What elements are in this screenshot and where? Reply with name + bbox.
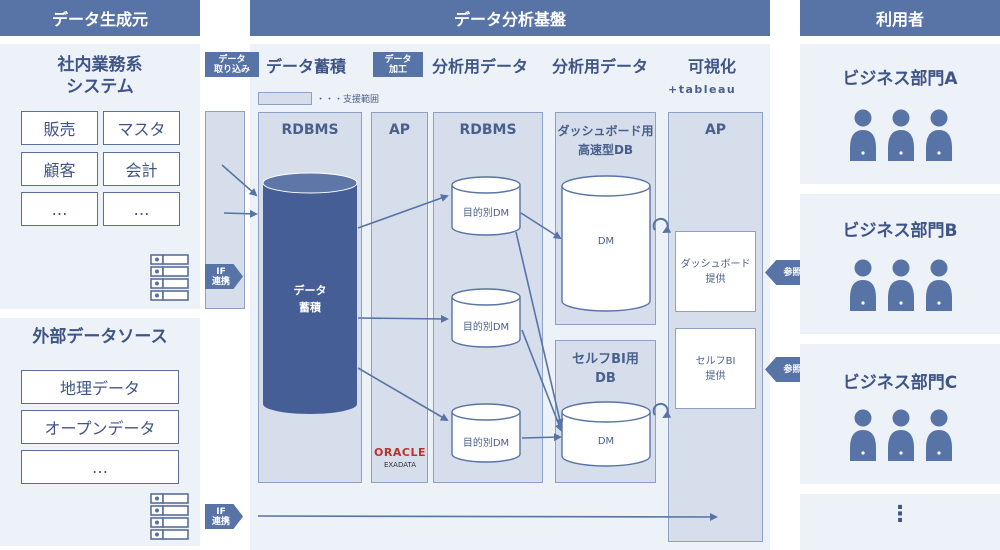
legend-label: ・・・支援範囲 <box>316 95 380 105</box>
internal-systems-title: 社内業務系 システム <box>0 54 200 98</box>
process-tag-line2: 加工 <box>388 64 407 75</box>
system-box-customer: 顧客 <box>21 152 98 186</box>
stage-analysis-1: 分析用データ <box>432 57 529 76</box>
column-ap-2 <box>668 112 763 542</box>
arrow <box>520 212 562 240</box>
stage-accumulate: データ蓄積 <box>266 57 347 76</box>
system-box-more-1: … <box>21 192 98 226</box>
reference-tag-label: 参照 <box>783 267 802 278</box>
main-storage-label-line1: データ <box>293 284 327 297</box>
purpose-dm-cylinder <box>451 403 521 463</box>
arrow <box>257 512 718 521</box>
user-group-icon <box>850 409 952 461</box>
purpose-dm-cylinder <box>451 288 521 348</box>
dashboard-provision-line1: ダッシュボード <box>680 258 751 270</box>
process-tag: データ加工 <box>373 52 423 77</box>
arrow <box>223 209 258 218</box>
external-box-geo: 地理データ <box>21 370 179 404</box>
purpose-dm-cylinder <box>451 176 521 236</box>
arrow <box>357 314 449 323</box>
department-b-label: ビジネス部門B <box>842 221 958 241</box>
header-users: 利用者 <box>800 0 1000 36</box>
header-data-source: データ生成元 <box>0 0 200 36</box>
server-icon <box>150 254 189 301</box>
column-ap-1 <box>371 112 428 483</box>
oracle-logo-text: ORACLE <box>374 446 426 459</box>
main-storage-label-line2: 蓄積 <box>299 301 321 314</box>
department-panel-more <box>800 494 1000 550</box>
header-data-platform: データ分析基盤 <box>250 0 770 36</box>
if-tag-line2: 連携 <box>211 276 230 287</box>
tableau-logo: +tableau <box>668 83 736 96</box>
user-group-icon <box>850 259 952 311</box>
oracle-logo: ORACLE EXADATA <box>365 447 435 471</box>
dm-label-2: DM <box>597 436 615 447</box>
if-tag-line1: IF <box>216 506 226 517</box>
purpose-dm-label-1: 目的別DM <box>462 208 510 219</box>
column-dashboard-db-line2: 高速型DB <box>577 143 634 157</box>
column-ap-1-label: AP <box>388 122 411 138</box>
loop-arrow <box>652 217 672 233</box>
external-sources-title: 外部データソース <box>32 327 168 347</box>
external-box-more: … <box>21 450 179 484</box>
column-rdbms-2-label: RDBMS <box>459 122 517 138</box>
column-dashboard-db-label: ダッシュボード用 高速型DB <box>555 122 656 160</box>
legend-swatch <box>258 92 312 105</box>
arrow <box>515 231 564 427</box>
column-ap-2-label: AP <box>704 122 727 138</box>
reference-tag-label: 参照 <box>783 364 802 375</box>
tableau-logo-text: +tableau <box>668 83 737 96</box>
selfbi-provision-box: セルフBI 提供 <box>675 328 756 409</box>
system-box-sales: 販売 <box>21 111 98 145</box>
column-selfbi-db-label: セルフBI用 DB <box>555 350 656 388</box>
selfbi-provision-line2: 提供 <box>705 370 726 382</box>
arrow <box>357 367 449 422</box>
column-dashboard-db-line1: ダッシュボード用 <box>557 124 654 138</box>
dm-label-1: DM <box>597 236 615 247</box>
internal-systems-title-line2: システム <box>66 77 134 97</box>
dm-cylinder <box>561 175 651 312</box>
stage-visualize: 可視化 <box>688 57 737 76</box>
selfbi-provision-line1: セルフBI <box>695 355 736 367</box>
ingest-tag-line2: 取り込み <box>213 64 250 75</box>
process-tag-line1: データ <box>384 54 412 65</box>
column-selfbi-db-line2: DB <box>595 371 616 386</box>
dm-cylinder <box>561 401 651 467</box>
arrow <box>521 329 563 432</box>
if-tag-line2: 連携 <box>211 516 230 527</box>
ingest-tag-line1: データ <box>218 54 246 65</box>
loop-arrow <box>652 402 672 418</box>
purpose-dm-label-3: 目的別DM <box>462 438 510 449</box>
column-selfbi-db-line1: セルフBI用 <box>572 352 639 367</box>
exadata-logo-text: EXADATA <box>383 461 417 469</box>
if-tag-line1: IF <box>216 266 226 277</box>
arrow <box>521 433 562 442</box>
department-a-label: ビジネス部門A <box>842 69 958 89</box>
dashboard-provision-box: ダッシュボード提供 <box>675 231 756 312</box>
stage-analysis-2: 分析用データ <box>552 57 649 76</box>
main-storage-label: データ 蓄積 <box>263 282 357 316</box>
arrow <box>221 164 258 197</box>
external-box-open: オープンデータ <box>21 410 179 444</box>
more-departments-icon: ⋮ <box>889 502 911 527</box>
main-storage-cylinder <box>262 172 358 414</box>
user-group-icon <box>850 109 952 161</box>
server-icon <box>150 493 189 540</box>
internal-systems-title-line1: 社内業務系 <box>57 55 143 75</box>
purpose-dm-label-2: 目的別DM <box>462 322 510 333</box>
system-box-accounting: 会計 <box>103 152 180 186</box>
system-box-master: マスタ <box>103 111 180 145</box>
system-box-more-2: … <box>103 192 180 226</box>
column-rdbms-1-label: RDBMS <box>281 122 339 138</box>
arrow <box>357 194 449 229</box>
dashboard-provision-line2: 提供 <box>705 273 726 285</box>
department-c-label: ビジネス部門C <box>842 373 958 393</box>
ingest-tag: データ取り込み <box>205 52 259 77</box>
